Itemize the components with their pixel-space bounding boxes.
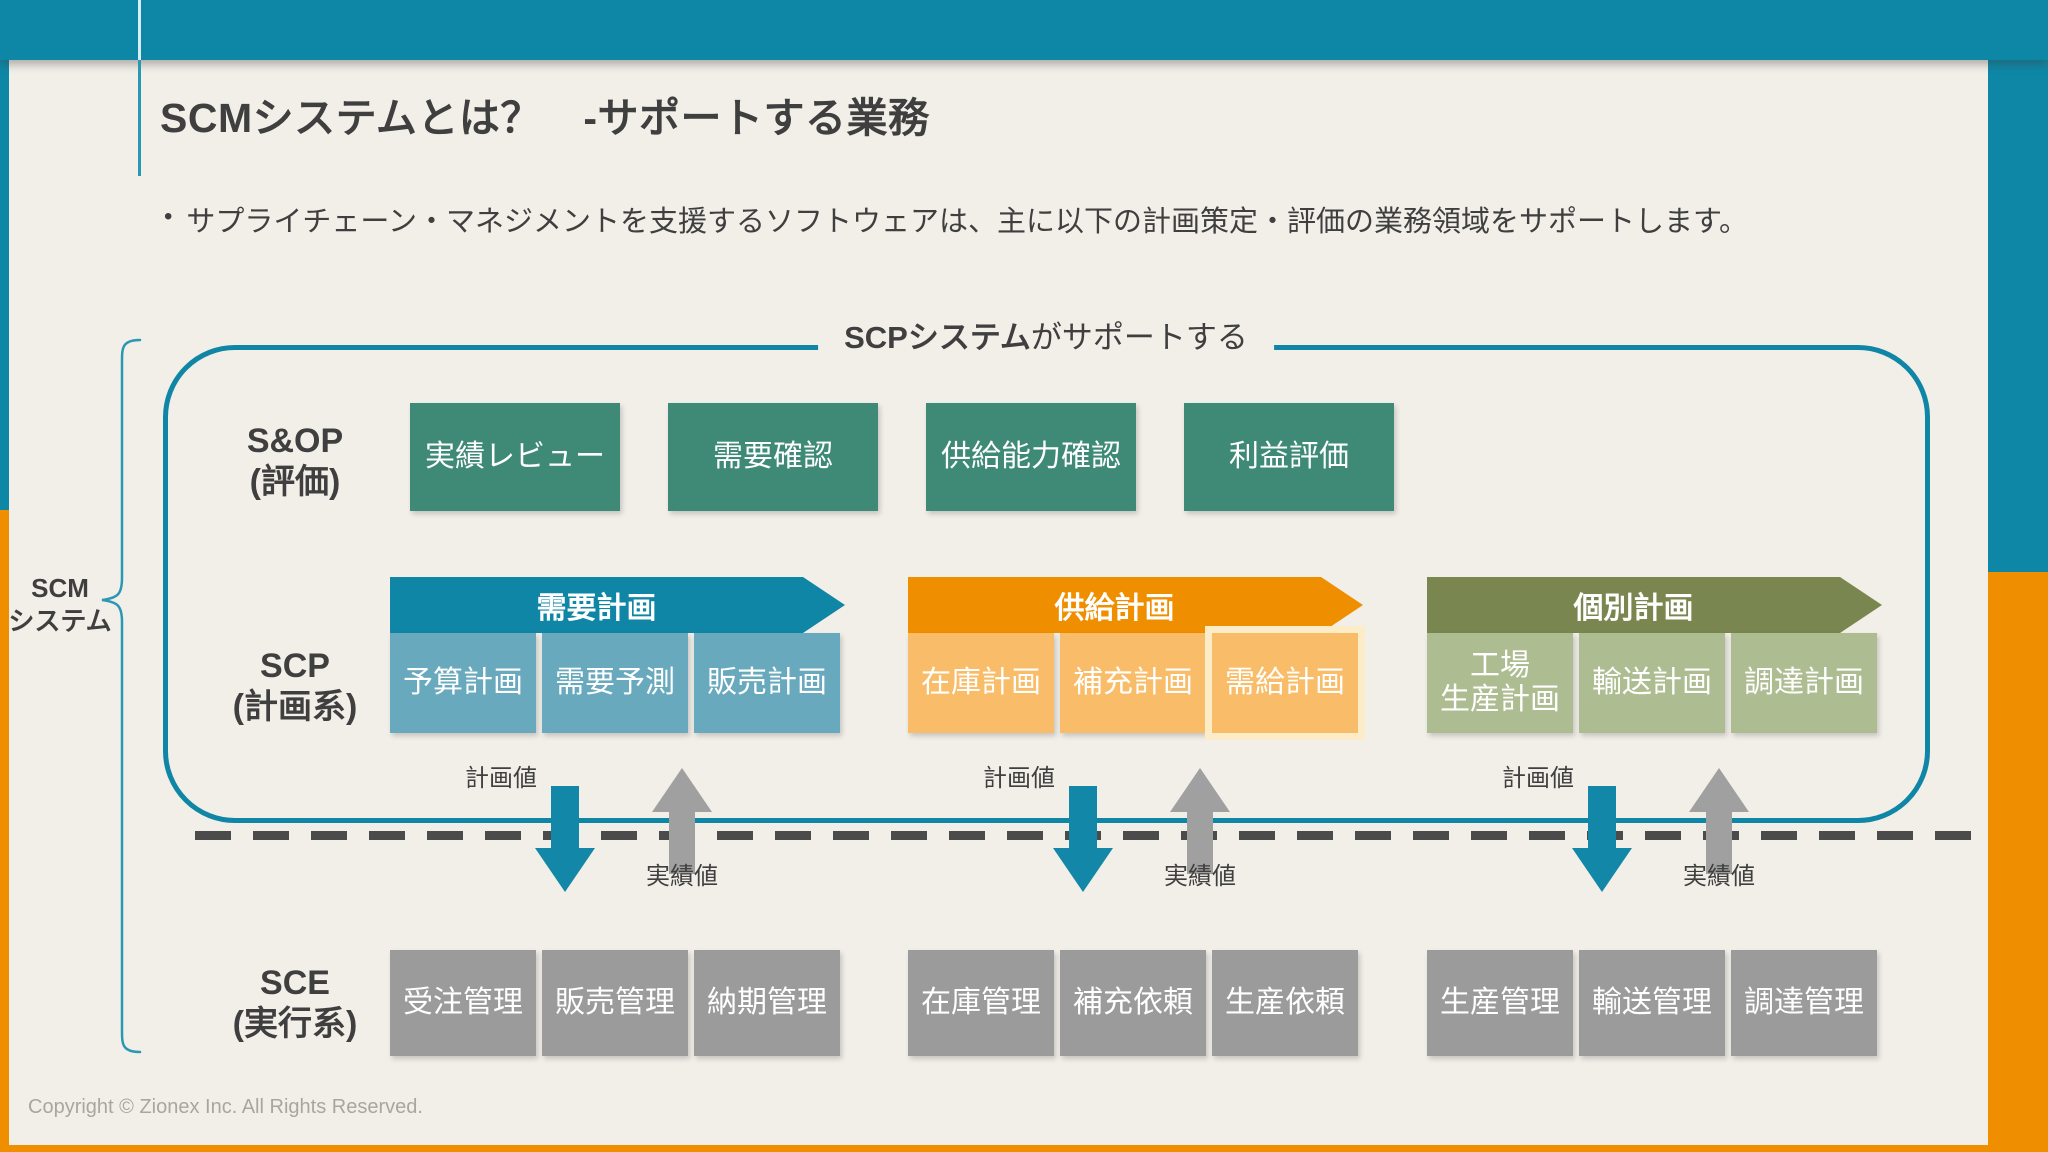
actual-up-arrow-icon	[1706, 812, 1732, 874]
actual-up-arrowhead-icon	[652, 768, 712, 812]
plan-down-arrowhead-icon	[535, 848, 595, 892]
scm-system-label: SCM システム	[8, 573, 112, 636]
actual-up-arrowhead-icon	[1689, 768, 1749, 812]
sce-box-production-request: 生産依頼	[1212, 950, 1358, 1056]
row-label-sce: SCE (実行系)	[232, 964, 358, 1044]
plan-down-arrow-icon	[1588, 786, 1616, 850]
scp-box-procurement-plan: 調達計画	[1731, 633, 1877, 733]
sandop-box-supply-capacity: 供給能力確認	[926, 403, 1136, 511]
plan-value-label: 計画値	[465, 765, 537, 792]
actual-value-label: 実績値	[646, 863, 718, 890]
bottom-orange-band	[0, 1145, 2048, 1152]
bullet-item: • サプライチェーン・マネジメントを支援するソフトウェアは、主に以下の計画策定・…	[164, 198, 1748, 240]
top-teal-band	[0, 0, 2048, 60]
copyright-text: Copyright © Zionex Inc. All Rights Reser…	[28, 1096, 423, 1118]
sce-box-transport-management: 輸送管理	[1579, 950, 1725, 1056]
scp-box-budget-plan: 予算計画	[390, 633, 536, 733]
bullet-text: サプライチェーン・マネジメントを支援するソフトウェアは、主に以下の計画策定・評価…	[186, 206, 1749, 238]
row-label-scp: SCP (計画系)	[232, 647, 358, 727]
actual-up-arrow-icon	[1187, 812, 1213, 874]
right-edge-orange-band	[1988, 572, 2048, 1152]
scp-box-replenishment-plan: 補充計画	[1060, 633, 1206, 733]
sandop-box-performance-review: 実績レビュー	[410, 403, 620, 511]
sandop-box-demand-check: 需要確認	[668, 403, 878, 511]
actual-up-arrow-icon	[669, 812, 695, 874]
scp-container-label: SCPシステムがサポートする	[818, 314, 1274, 362]
bullet-marker: •	[164, 203, 173, 230]
sce-box-replenishment-request: 補充依頼	[1060, 950, 1206, 1056]
left-edge-teal-strip	[0, 60, 9, 510]
sce-box-inventory-management: 在庫管理	[908, 950, 1054, 1056]
plan-down-arrowhead-icon	[1053, 848, 1113, 892]
scp-banner-demand-planning: 需要計画	[390, 577, 845, 633]
sce-box-sales-management: 販売管理	[542, 950, 688, 1056]
scp-box-demand-forecast: 需要予測	[542, 633, 688, 733]
scp-banner-individual-planning: 個別計画	[1427, 577, 1882, 633]
scp-container-label-rest: がサポートする	[1030, 320, 1248, 355]
left-edge-orange-strip	[0, 510, 9, 1152]
scp-box-supply-demand-plan: 需給計画	[1212, 633, 1358, 733]
title-accent-line-bottom	[138, 60, 141, 176]
title-accent-line-top	[138, 0, 141, 60]
sce-box-procurement-management: 調達管理	[1731, 950, 1877, 1056]
plan-down-arrow-icon	[1069, 786, 1097, 850]
actual-up-arrowhead-icon	[1170, 768, 1230, 812]
actual-value-label: 実績値	[1683, 863, 1755, 890]
sce-box-order-management: 受注管理	[390, 950, 536, 1056]
scp-box-transport-plan: 輸送計画	[1579, 633, 1725, 733]
sce-box-delivery-management: 納期管理	[694, 950, 840, 1056]
actual-value-label: 実績値	[1164, 863, 1236, 890]
plan-down-arrowhead-icon	[1572, 848, 1632, 892]
plan-value-label: 計画値	[1502, 765, 1574, 792]
sandop-box-profit-evaluation: 利益評価	[1184, 403, 1394, 511]
scp-box-inventory-plan: 在庫計画	[908, 633, 1054, 733]
scp-container-label-bold: SCPシステム	[844, 320, 1031, 355]
scp-box-factory-production-plan: 工場 生産計画	[1427, 633, 1573, 733]
scp-box-sales-plan: 販売計画	[694, 633, 840, 733]
plan-value-label: 計画値	[983, 765, 1055, 792]
page-title: SCMシステムとは？ -サポートする業務	[160, 95, 930, 141]
row-label-sandop: S&OP (評価)	[246, 422, 344, 502]
plan-down-arrow-icon	[551, 786, 579, 850]
right-edge-teal-band	[1988, 60, 2048, 572]
sce-box-production-management: 生産管理	[1427, 950, 1573, 1056]
scm-brace-icon	[101, 338, 142, 1054]
scp-banner-supply-planning: 供給計画	[908, 577, 1363, 633]
